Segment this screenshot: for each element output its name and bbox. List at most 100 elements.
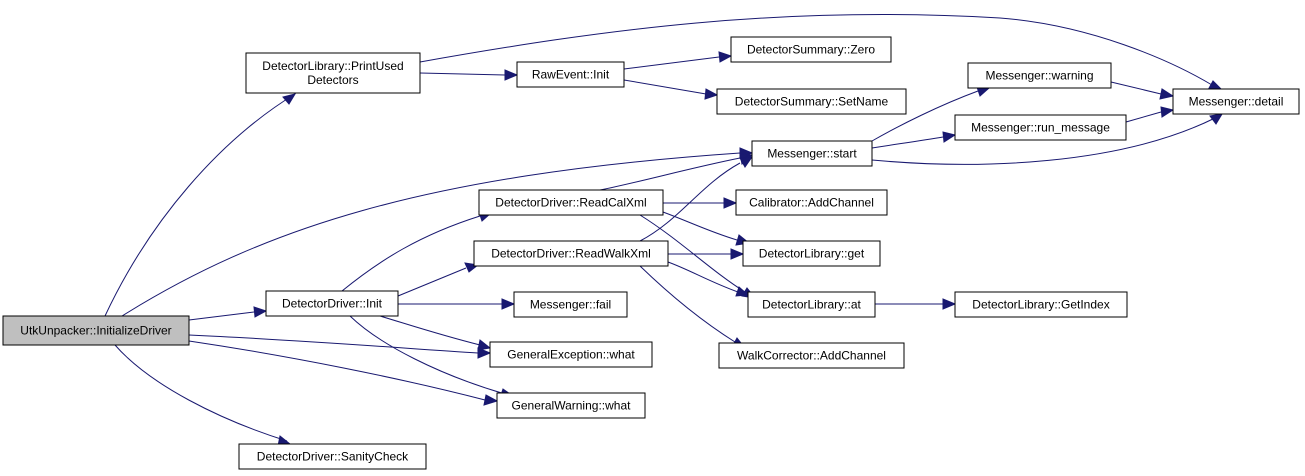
node-box[interactable]	[716, 88, 907, 115]
node-label: Messenger::run_message	[971, 121, 1110, 135]
edge-dd_readcal-to-cal_addchannel	[663, 197, 738, 209]
node-summary_setname[interactable]: DetectorSummary::SetName	[716, 88, 907, 115]
node-label: DetectorLibrary::at	[762, 298, 861, 312]
edge-msg_run-to-msg_detail	[1125, 106, 1175, 123]
node-box[interactable]	[735, 189, 888, 216]
node-box[interactable]	[245, 52, 421, 94]
edge-utk_init_driver-to-dd_init	[188, 306, 268, 321]
edge-line	[623, 56, 720, 70]
node-summary_zero[interactable]: DetectorSummary::Zero	[730, 36, 892, 63]
node-label: DetectorDriver::SanityCheck	[257, 450, 409, 464]
edge-dd_readwalk-to-msg_start	[639, 156, 754, 242]
edge-msg_start-to-msg_run	[871, 131, 957, 149]
arrowhead-icon	[501, 298, 516, 310]
node-msg_detail[interactable]: Messenger::detail	[1172, 88, 1300, 115]
node-box[interactable]	[473, 240, 669, 267]
edge-line	[419, 72, 506, 76]
edge-printused-to-rawevent_init	[419, 69, 519, 81]
node-msg_run[interactable]: Messenger::run_message	[954, 114, 1127, 141]
node-box[interactable]	[516, 61, 625, 88]
edge-line	[349, 315, 506, 395]
node-lib_at[interactable]: DetectorLibrary::at	[747, 291, 876, 318]
arrowhead-icon	[942, 298, 957, 310]
edge-line	[397, 267, 467, 297]
node-lib_getindex[interactable]: DetectorLibrary::GetIndex	[954, 291, 1128, 318]
node-gen_exception[interactable]: GeneralException::what	[489, 341, 653, 368]
edge-utk_init_driver-to-gen_warning	[188, 340, 499, 406]
edge-utk_init_driver-to-gen_exception	[188, 334, 492, 359]
edge-line	[188, 340, 486, 401]
arrowhead-icon	[735, 286, 750, 297]
arrowhead-icon	[483, 394, 499, 406]
node-label: DetectorDriver::Init	[282, 297, 383, 311]
node-box[interactable]	[2, 315, 190, 346]
edge-dd_init-to-gen_warning	[349, 315, 515, 399]
node-box[interactable]	[478, 189, 664, 216]
node-box[interactable]	[238, 443, 427, 470]
node-box[interactable]	[730, 36, 892, 63]
node-box[interactable]	[489, 341, 653, 368]
node-gen_warning[interactable]: GeneralWarning::what	[496, 392, 646, 419]
node-label: GeneralWarning::what	[512, 399, 632, 413]
edge-line	[871, 90, 979, 142]
node-box[interactable]	[718, 342, 905, 369]
node-label: Messenger::detail	[1189, 95, 1284, 109]
arrowhead-icon	[718, 51, 733, 63]
node-box[interactable]	[954, 291, 1128, 318]
node-msg_warning[interactable]: Messenger::warning	[967, 62, 1112, 89]
edge-utk_init_driver-to-printused	[104, 93, 297, 317]
edge-rawevent_init-to-summary_setname	[623, 79, 719, 100]
edge-msg_start-to-msg_detail	[871, 113, 1223, 165]
edge-line	[341, 215, 481, 292]
edge-rawevent_init-to-summary_zero	[623, 51, 733, 70]
edge-line	[639, 265, 736, 343]
node-box[interactable]	[496, 392, 646, 419]
node-box[interactable]	[751, 140, 873, 167]
node-label: DetectorLibrary::PrintUsed	[262, 59, 403, 73]
node-box[interactable]	[513, 291, 628, 318]
arrowhead-icon	[723, 197, 738, 209]
node-msg_start[interactable]: Messenger::start	[751, 140, 873, 167]
node-box[interactable]	[967, 62, 1112, 89]
edge-line	[188, 334, 479, 354]
node-box[interactable]	[747, 291, 876, 318]
edge-utk_init_driver-to-dd_sanity	[114, 344, 292, 447]
edge-line	[1125, 111, 1162, 123]
node-label: DetectorLibrary::GetIndex	[972, 298, 1109, 312]
node-box[interactable]	[1172, 88, 1300, 115]
edge-line	[121, 152, 741, 317]
edge-line	[667, 261, 739, 293]
node-box[interactable]	[265, 290, 399, 317]
node-label: WalkCorrector::AddChannel	[737, 349, 886, 363]
edge-line	[639, 214, 746, 293]
arrowhead-icon	[477, 339, 492, 351]
node-lib_get[interactable]: DetectorLibrary::get	[742, 240, 881, 267]
edge-line	[662, 211, 738, 241]
node-rawevent_init[interactable]: RawEvent::Init	[516, 61, 625, 88]
edge-line	[419, 14, 1213, 86]
node-box[interactable]	[954, 114, 1127, 141]
arrowhead-icon	[504, 69, 519, 81]
arrowhead-icon	[1209, 113, 1223, 125]
node-label: DetectorSummary::SetName	[735, 95, 889, 109]
node-cal_addchannel[interactable]: Calibrator::AddChannel	[735, 189, 888, 216]
node-msg_fail[interactable]: Messenger::fail	[513, 291, 628, 318]
edge-dd_init-to-msg_fail	[398, 298, 516, 310]
node-dd_readwalk[interactable]: DetectorDriver::ReadWalkXml	[473, 240, 669, 267]
node-label: DetectorSummary::Zero	[747, 43, 875, 57]
node-utk_init_driver[interactable]: UtkUnpacker::InitializeDriver	[2, 315, 190, 346]
node-walk_addchannel[interactable]: WalkCorrector::AddChannel	[718, 342, 905, 369]
node-dd_sanity[interactable]: DetectorDriver::SanityCheck	[238, 443, 427, 470]
edge-line	[114, 344, 288, 442]
edge-line	[379, 315, 481, 346]
edge-line	[871, 136, 944, 149]
node-dd_readcal[interactable]: DetectorDriver::ReadCalXml	[478, 189, 664, 216]
node-box[interactable]	[742, 240, 881, 267]
arrowhead-icon	[282, 93, 297, 105]
node-dd_init[interactable]: DetectorDriver::Init	[265, 290, 399, 317]
node-label: DetectorDriver::ReadWalkXml	[491, 247, 651, 261]
edge-dd_readwalk-to-lib_get	[668, 248, 745, 260]
arrowhead-icon	[477, 347, 492, 359]
